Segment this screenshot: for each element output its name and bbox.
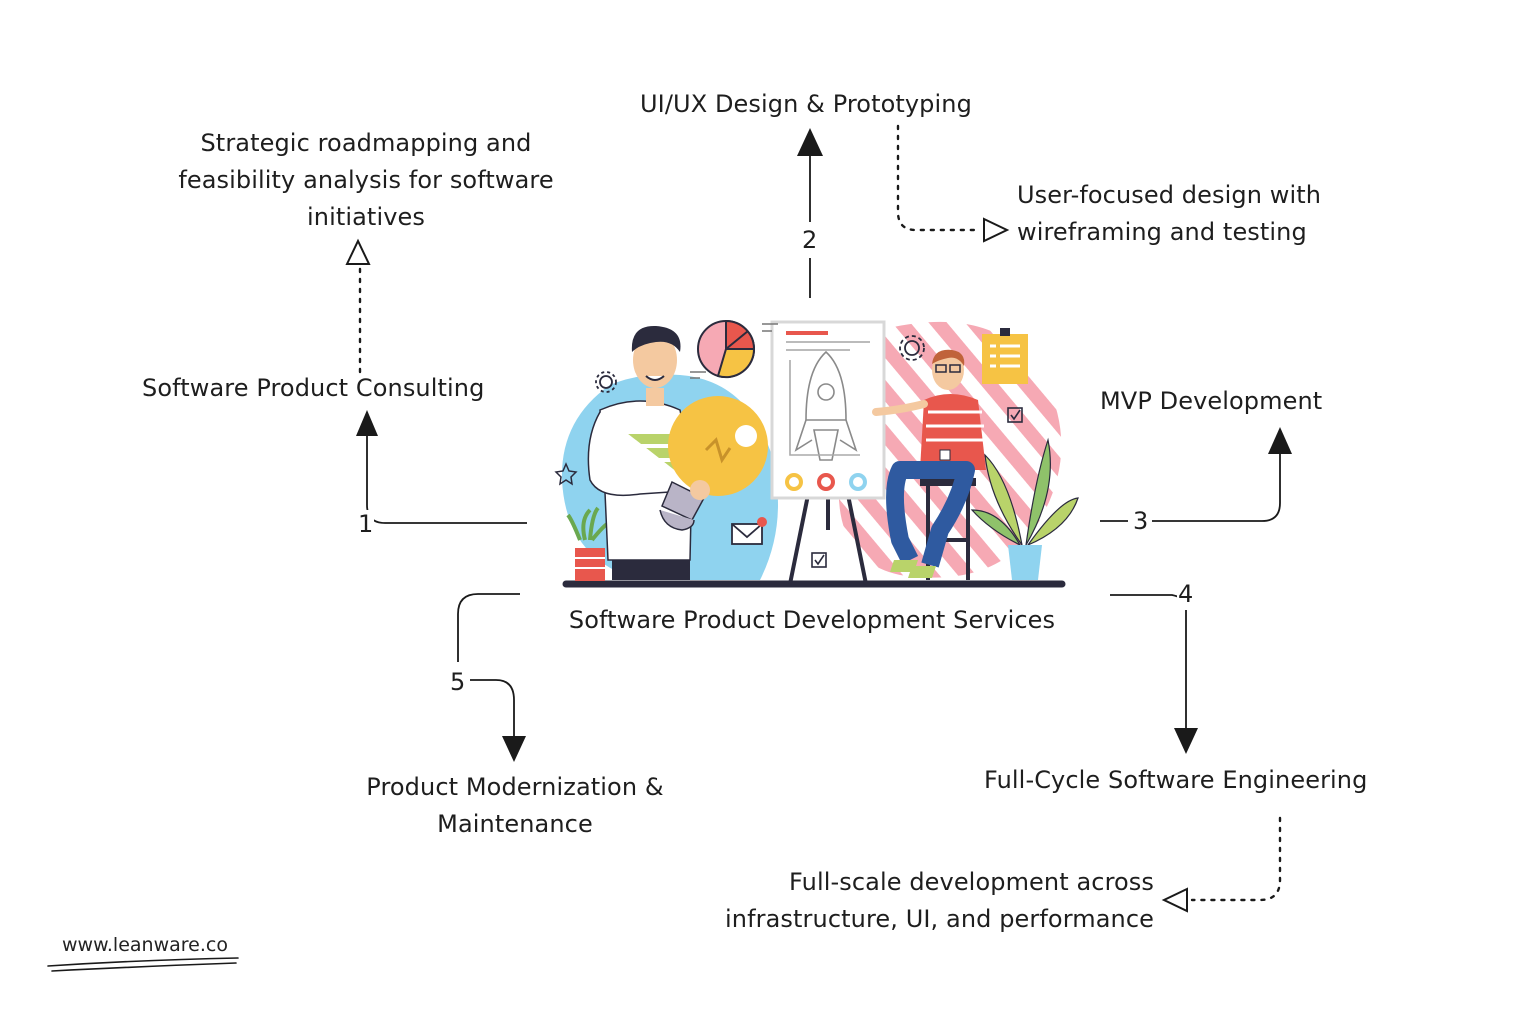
envelope-icon: [731, 517, 767, 545]
detail-line: feasibility analysis for software: [178, 166, 554, 194]
easel-donut-charts: [785, 473, 867, 491]
lightbulb-icon: [659, 396, 768, 531]
clipboard-icon: [982, 328, 1028, 384]
rocket-icon: [789, 350, 860, 461]
node-title-mvp: MVP Development: [1100, 387, 1323, 415]
detail-line: Full-scale development across: [789, 868, 1154, 896]
gear-icon: [595, 371, 617, 393]
connector-5: [457, 593, 526, 762]
star-icon: [554, 462, 578, 486]
node-title-consulting: Software Product Consulting: [142, 374, 485, 402]
right-person: [872, 349, 986, 580]
node-title-full-cycle: Full-Cycle Software Engineering: [984, 766, 1368, 794]
node-title-uiux: UI/UX Design & Prototyping: [640, 90, 972, 118]
detail-line: initiatives: [307, 203, 425, 231]
plant-icon-right: [970, 437, 1079, 580]
title-line: Maintenance: [437, 810, 593, 838]
step-number-2: 2: [801, 226, 819, 254]
node-detail-consulting: Strategic roadmapping and feasibility an…: [150, 125, 582, 236]
connector-3: [1100, 427, 1292, 522]
website-link[interactable]: www.leanware.co: [62, 934, 228, 956]
detail-line: infrastructure, UI, and performance: [725, 905, 1154, 933]
connector-2: [797, 124, 1010, 298]
detail-line: User-focused design with: [1017, 181, 1322, 209]
plant-icon-left: [566, 506, 612, 581]
node-detail-uiux: User-focused design with wireframing and…: [1017, 177, 1321, 251]
center-title: Software Product Development Services: [568, 606, 1056, 634]
detail-line: Strategic roadmapping and: [200, 129, 532, 157]
website-underline: [47, 957, 239, 972]
pie-chart-icon: [690, 319, 778, 379]
step-number-3: 3: [1132, 507, 1150, 535]
step-number-5: 5: [449, 668, 467, 696]
step-number-4: 4: [1177, 580, 1195, 608]
gear-icon-right: [899, 335, 925, 361]
checkbox-icon: [811, 407, 1023, 568]
node-detail-full-cycle: Full-scale development across infrastruc…: [690, 864, 1154, 938]
detail-line: wireframing and testing: [1017, 218, 1307, 246]
title-line: Product Modernization &: [366, 773, 664, 801]
step-number-1: 1: [357, 510, 375, 538]
node-title-modernization: Product Modernization & Maintenance: [330, 769, 700, 843]
